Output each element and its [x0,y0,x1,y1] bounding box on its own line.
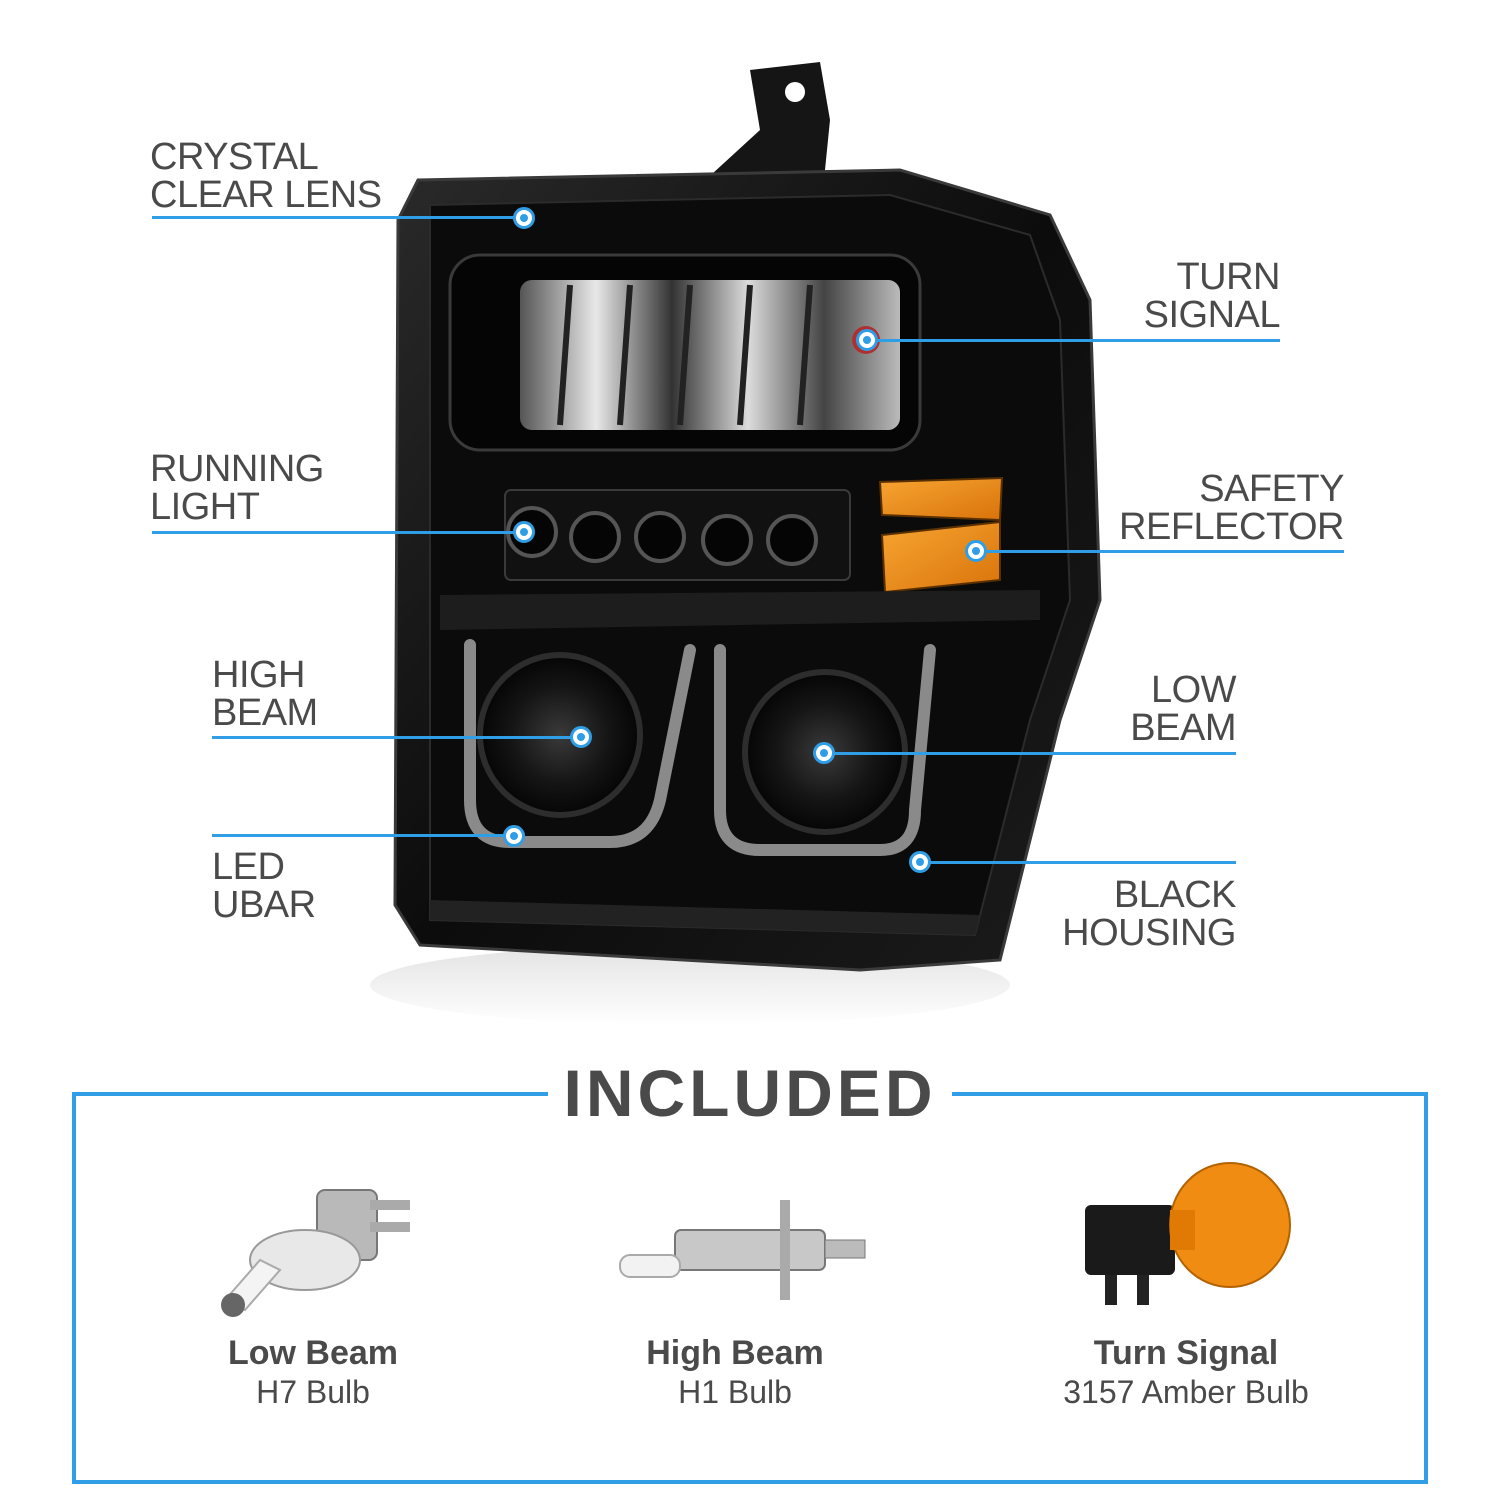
running-light-pointer-line [152,531,524,534]
turn-signal-included-type: 3157 Amber Bulb [1063,1374,1309,1410]
led-ubar-label: LED UBAR [212,846,316,926]
turn-signal-pointer-line [870,339,1280,342]
black-housing-pointer-dot [909,851,931,873]
safety-reflector-label: SAFETY REFLECTOR [1119,468,1344,548]
running-light-label: RUNNING LIGHT [150,448,324,528]
headlight-image [370,62,1102,1025]
low-beam-pointer-dot [813,742,835,764]
black-housing-label: BLACK HOUSING [1062,874,1236,954]
low-beam-included-name: Low Beam [227,1334,399,1372]
safety-reflector-pointer-line [978,550,1344,553]
safety-reflector-pointer-dot [965,540,987,562]
turn-signal-label: TURN SIGNAL [1143,256,1281,336]
h1-bulb-image [619,1200,866,1300]
turn-signal-included-item: Turn Signal 3157 Amber Bulb [1006,1333,1366,1411]
h7-bulb-image [221,1189,410,1317]
low-beam-pointer-line [826,752,1236,755]
low-beam-label: LOW BEAM [1130,669,1236,749]
crystal-lens-pointer-dot [513,207,535,229]
low-beam-included-item: Low Beam H7 Bulb [133,1333,493,1411]
high-beam-pointer-line [212,736,580,739]
low-beam-included-type: H7 Bulb [256,1374,370,1410]
led-ubar-pointer-line [212,834,512,837]
included-title: INCLUDED [548,1058,952,1128]
high-beam-included-name: High Beam [646,1334,824,1372]
turn-signal-pointer-dot [856,329,878,351]
crystal-lens-pointer-line [152,216,524,219]
amber-3157-bulb-image [1085,1162,1291,1305]
high-beam-included-item: High Beam H1 Bulb [555,1333,915,1411]
crystal-clear-lens-label: CRYSTAL CLEAR LENS [150,136,382,216]
running-light-pointer-dot [513,521,535,543]
high-beam-included-type: H1 Bulb [678,1374,792,1410]
turn-signal-included-name: Turn Signal [1093,1334,1279,1372]
high-beam-label: HIGH BEAM [212,654,318,734]
high-beam-pointer-dot [570,726,592,748]
black-housing-pointer-line [922,861,1236,864]
led-ubar-pointer-dot [503,825,525,847]
